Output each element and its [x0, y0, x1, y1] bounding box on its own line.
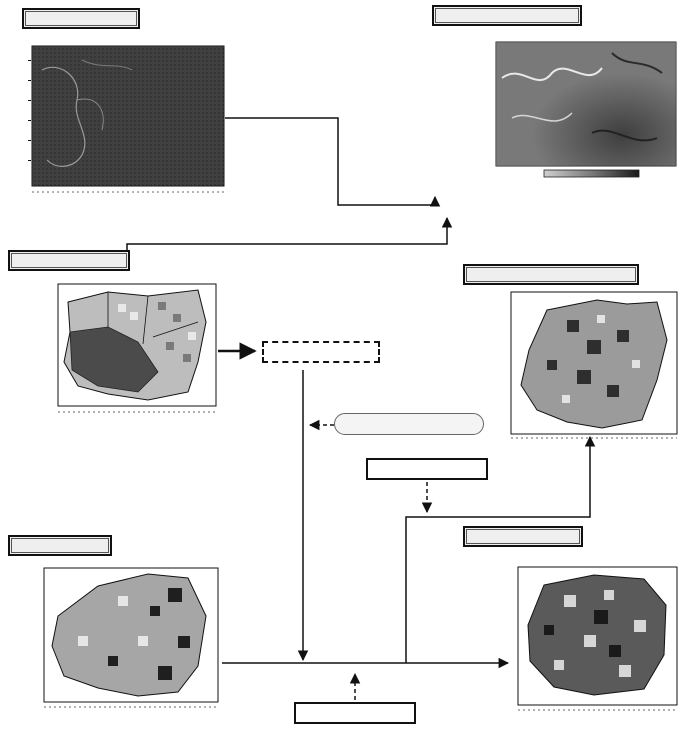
building-caption — [62, 430, 202, 446]
connector-landuse-to-elevation — [225, 117, 441, 207]
building-map — [57, 283, 217, 413]
population-caption — [524, 726, 674, 742]
land-use-caption — [52, 210, 192, 226]
air-pollution-map — [510, 291, 678, 439]
population-map — [517, 566, 678, 711]
emission-data-bottom-box — [294, 702, 416, 724]
elevation-title-tag — [432, 5, 582, 26]
building-title-tag — [8, 250, 130, 271]
connector-to-air-pollution — [405, 435, 596, 663]
air-pollution-caption — [498, 466, 676, 482]
traffic-caption — [48, 726, 188, 742]
elevation-map — [495, 41, 677, 178]
population-title-tag — [463, 526, 583, 547]
land-use-title-tag — [22, 8, 140, 29]
emission-data-top-box — [366, 458, 488, 480]
elevation-caption — [512, 212, 672, 228]
building-area-box — [262, 341, 380, 363]
land-use-map — [28, 45, 225, 193]
building-use-box — [334, 413, 484, 435]
traffic-title-tag — [8, 535, 112, 556]
traffic-map — [43, 567, 219, 708]
air-pollution-title-tag — [463, 264, 639, 285]
connector-building-to-elevation — [126, 216, 453, 252]
